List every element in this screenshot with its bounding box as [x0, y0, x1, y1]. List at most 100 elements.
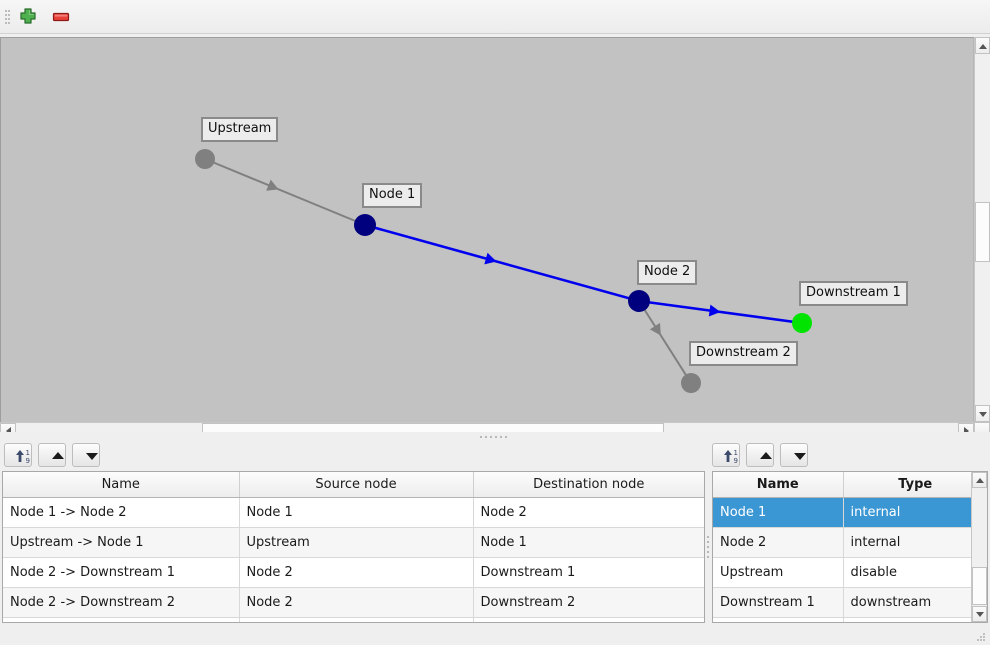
edge-move-down-button[interactable] — [72, 443, 100, 467]
edge-table-cell: Node 2 -> Downstream 1 — [3, 557, 240, 588]
red-minus-icon — [52, 12, 70, 22]
graph-node-node1[interactable] — [354, 214, 376, 236]
svg-text:1: 1 — [26, 449, 30, 457]
vertical-splitter-grip — [707, 536, 710, 562]
edge-sort-button[interactable]: 1 9 — [4, 443, 32, 467]
node-col-type[interactable]: Type — [843, 472, 987, 498]
edge-table-cell: Upstream — [239, 527, 474, 558]
graph-edge-node2-downstream2[interactable] — [638, 300, 692, 384]
canvas-vertical-scroll-thumb[interactable] — [975, 202, 990, 262]
triangle-up-icon — [976, 478, 984, 483]
triangle-down-icon — [976, 612, 984, 617]
edge-table-grid: Name Source node Destination node Node 1… — [3, 472, 704, 622]
node-table-cell: downstream — [843, 587, 987, 618]
graph-node-label-node1[interactable]: Node 1 — [362, 183, 423, 208]
graph-node-downstream1[interactable] — [792, 313, 812, 333]
canvas-vertical-scrollbar[interactable] — [974, 37, 990, 422]
canvas-scroll-up-button[interactable] — [975, 37, 990, 54]
svg-text:9: 9 — [734, 457, 738, 465]
graph-edge-arrow-upstream-node1 — [266, 179, 279, 191]
node-table-scroll-thumb[interactable] — [972, 567, 987, 605]
edge-table-cell: Downstream 2 — [473, 587, 704, 618]
graph-edge-upstream-node1[interactable] — [204, 158, 366, 226]
node-table-empty-cell — [843, 617, 987, 622]
node-table-empty-cell — [713, 617, 844, 622]
horizontal-splitter[interactable] — [0, 432, 990, 442]
triangle-down-icon — [86, 453, 98, 460]
graph-node-label-node2[interactable]: Node 2 — [637, 260, 698, 285]
graph-node-label-downstream1[interactable]: Downstream 1 — [799, 281, 908, 306]
edge-table-cell: Node 2 -> Downstream 2 — [3, 587, 240, 618]
graph-svg — [195, 149, 812, 393]
edge-table-empty-cell — [3, 617, 240, 622]
node-move-up-button[interactable] — [746, 443, 774, 467]
graph-node-node2[interactable] — [628, 290, 650, 312]
edge-table-toolbar: 1 9 — [4, 443, 304, 469]
edge-table-cell: Downstream 1 — [473, 557, 704, 588]
edge-table-cell: Node 2 — [239, 587, 474, 618]
graph-node-downstream2[interactable] — [681, 373, 701, 393]
edge-table-cell: Node 2 — [473, 497, 704, 528]
graph-node-label-upstream[interactable]: Upstream — [201, 117, 279, 142]
node-table-cell: Node 1 — [713, 497, 844, 528]
node-table-cell: Upstream — [713, 557, 844, 588]
node-move-down-button[interactable] — [780, 443, 808, 467]
edge-table[interactable]: Name Source node Destination node Node 1… — [2, 471, 705, 623]
triangle-left-icon — [6, 427, 11, 435]
toolbar-drag-grip[interactable] — [5, 10, 10, 24]
edge-col-source[interactable]: Source node — [239, 472, 474, 498]
edge-table-empty-cell — [473, 617, 704, 622]
graph-edge-node1-node2[interactable] — [364, 223, 640, 303]
graph-edge-node2-downstream1[interactable] — [638, 299, 803, 325]
node-sort-button[interactable]: 1 9 — [712, 443, 740, 467]
green-plus-icon — [20, 8, 36, 24]
triangle-up-icon — [52, 452, 64, 459]
svg-text:1: 1 — [734, 449, 738, 457]
window-resize-grip[interactable] — [977, 633, 986, 642]
main-toolbar — [0, 0, 990, 34]
graph-node-upstream[interactable] — [195, 149, 215, 169]
triangle-down-icon — [794, 453, 806, 460]
edge-move-up-button[interactable] — [38, 443, 66, 467]
graph-edge-arrow-node1-node2 — [484, 252, 497, 265]
node-table-scroll-up-button[interactable] — [972, 472, 987, 488]
canvas-scroll-down-button[interactable] — [975, 405, 990, 422]
node-table-scrollbar[interactable] — [971, 472, 987, 622]
vertical-splitter[interactable] — [705, 476, 712, 622]
sort-ascending-icon: 1 9 — [724, 449, 738, 465]
delete-node-button[interactable] — [50, 7, 72, 27]
edge-table-cell: Node 1 -> Node 2 — [3, 497, 240, 528]
graph-node-label-downstream2[interactable]: Downstream 2 — [689, 341, 798, 366]
edge-table-cell: Node 2 — [239, 557, 474, 588]
add-node-button[interactable] — [17, 7, 39, 27]
node-table-scroll-down-button[interactable] — [972, 606, 987, 622]
node-col-name[interactable]: Name — [713, 472, 844, 498]
edge-col-destination[interactable]: Destination node — [473, 472, 704, 498]
node-table-cell: Downstream 1 — [713, 587, 844, 618]
triangle-up-icon — [760, 452, 772, 459]
node-table-cell: internal — [843, 497, 987, 528]
edge-col-name[interactable]: Name — [3, 472, 240, 498]
edge-table-header-row: Name Source node Destination node — [3, 472, 704, 498]
node-table-cell: Node 2 — [713, 527, 844, 558]
node-table-empty-row — [713, 617, 987, 622]
node-table-cell: internal — [843, 527, 987, 558]
status-area — [0, 623, 990, 645]
sort-ascending-icon: 1 9 — [16, 449, 30, 465]
triangle-down-icon — [979, 412, 987, 417]
